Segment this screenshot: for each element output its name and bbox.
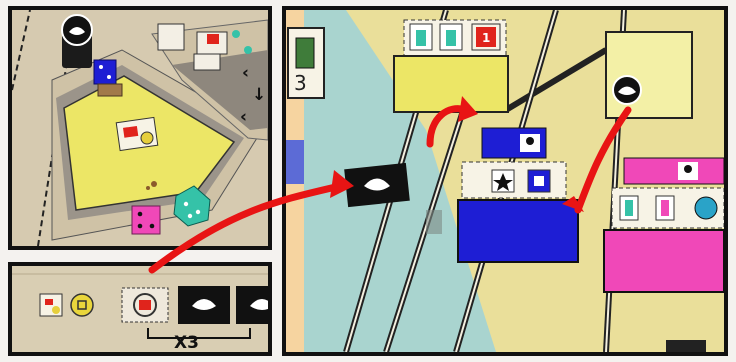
blue-building <box>458 200 578 262</box>
card-number: 1 <box>482 31 490 45</box>
pink-building <box>604 230 724 292</box>
pink-cards <box>624 158 724 184</box>
path-arrow-3: ‹ <box>240 107 247 127</box>
blue-die <box>94 60 116 84</box>
hand-illustration: X3 <box>12 266 268 352</box>
pink-die <box>132 206 160 234</box>
pale-building <box>606 32 692 118</box>
yellow-building <box>394 56 508 112</box>
coin-token <box>71 294 93 316</box>
board-view-panel: ‹ ↓ ‹ <box>8 6 272 250</box>
teal-pawn-icon <box>232 30 240 38</box>
path-arrow-1: ‹ <box>242 63 249 83</box>
city-map-panel: 3 1 <box>282 6 728 356</box>
board-view-illustration: ‹ ↓ ‹ <box>12 10 268 246</box>
multiplier-label: X3 <box>174 333 199 352</box>
side-number: 3 <box>294 71 307 95</box>
hand-panel: X3 <box>8 262 272 356</box>
path-arrow-2: ↓ <box>252 85 266 105</box>
city-map-illustration: 3 1 <box>286 10 724 352</box>
drop-icon <box>695 197 717 219</box>
bag-card <box>158 24 184 50</box>
